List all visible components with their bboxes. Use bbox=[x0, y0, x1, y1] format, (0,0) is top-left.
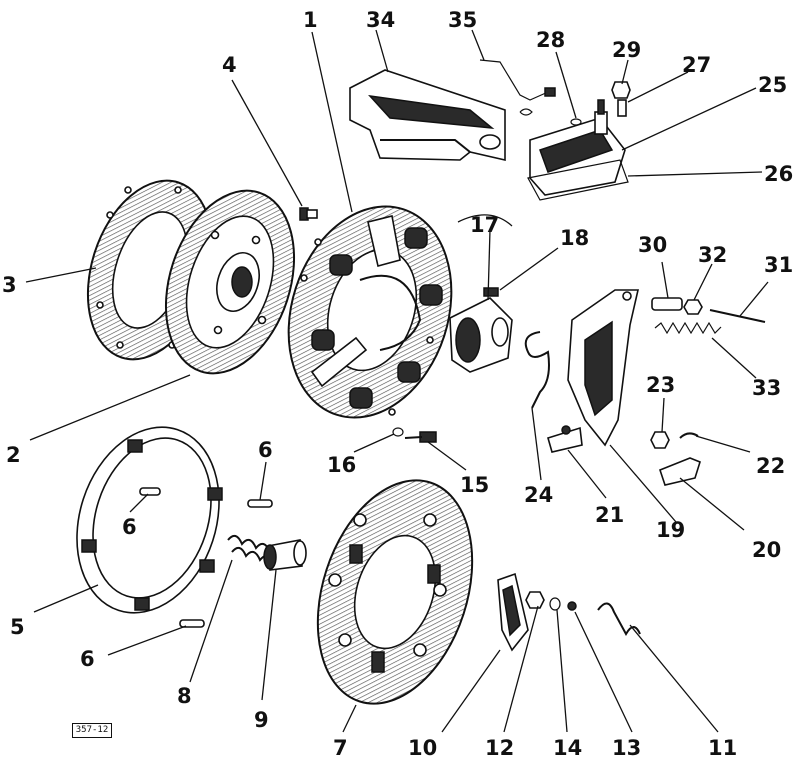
part-13-ring bbox=[567, 601, 577, 611]
callout-4: 4 bbox=[222, 53, 237, 77]
part-34-bracket bbox=[349, 69, 506, 162]
part-25-housing bbox=[529, 99, 626, 196]
callout-22: 22 bbox=[756, 454, 785, 478]
callout-30: 30 bbox=[638, 233, 667, 257]
part-6-pin-c bbox=[179, 619, 205, 628]
callout-7: 7 bbox=[333, 736, 348, 760]
part-6-pin-a bbox=[247, 499, 273, 508]
part-33-spring bbox=[654, 321, 722, 335]
part-21-pivot bbox=[561, 425, 571, 435]
callout-34: 34 bbox=[366, 8, 395, 32]
part-28-ring bbox=[570, 118, 582, 126]
callout-25: 25 bbox=[758, 73, 787, 97]
leader-lines bbox=[25, 29, 769, 733]
part-15-bolt-head bbox=[419, 431, 437, 443]
callout-20: 20 bbox=[752, 538, 781, 562]
callout-31: 31 bbox=[764, 253, 793, 277]
part-27-pin bbox=[617, 99, 627, 117]
part-17-highlight-arc bbox=[457, 214, 513, 227]
part-19-release-fork bbox=[567, 289, 640, 447]
callout-6-upper: 6 bbox=[258, 438, 273, 462]
part-35-wire-spring bbox=[479, 59, 549, 101]
callout-15: 15 bbox=[460, 473, 489, 497]
part-12-nut bbox=[525, 591, 545, 609]
part-5-cover-ring bbox=[76, 426, 223, 614]
part-10-lever-inset bbox=[502, 584, 521, 637]
callout-labels: 1 2 3 4 5 6 6 6 7 8 9 10 11 12 13 14 15 … bbox=[2, 8, 793, 760]
callout-33: 33 bbox=[752, 376, 781, 400]
callout-29: 29 bbox=[612, 38, 641, 62]
part-30-sleeve bbox=[651, 297, 683, 311]
callout-9: 9 bbox=[254, 708, 269, 732]
part-26-gasket bbox=[527, 159, 629, 201]
part-1-pressure-plate bbox=[287, 205, 453, 419]
callout-17: 17 bbox=[470, 213, 499, 237]
part-4-screw bbox=[299, 207, 318, 221]
part-29-nut bbox=[611, 81, 631, 99]
callout-28: 28 bbox=[536, 28, 565, 52]
part-23-nut bbox=[650, 431, 670, 449]
part-31-rod bbox=[709, 309, 766, 323]
callout-6-lower: 6 bbox=[80, 647, 95, 671]
part-16-washer bbox=[392, 427, 404, 437]
callout-23: 23 bbox=[646, 373, 675, 397]
callout-32: 32 bbox=[698, 243, 727, 267]
callout-13: 13 bbox=[612, 736, 641, 760]
callout-11: 11 bbox=[708, 736, 737, 760]
callout-35: 35 bbox=[448, 8, 477, 32]
part-7-backing-plate bbox=[316, 479, 474, 705]
part-32-nut bbox=[683, 299, 703, 315]
callout-8: 8 bbox=[177, 684, 192, 708]
callout-27: 27 bbox=[682, 53, 711, 77]
part-24-spring-clip bbox=[524, 331, 550, 409]
callout-3: 3 bbox=[2, 273, 17, 297]
callout-21: 21 bbox=[595, 503, 624, 527]
callout-26: 26 bbox=[764, 162, 793, 186]
part-14-washer bbox=[549, 597, 561, 611]
part-35-wire-hook bbox=[519, 108, 533, 116]
callout-18: 18 bbox=[560, 226, 589, 250]
part-9-bushing bbox=[263, 539, 307, 571]
callout-2: 2 bbox=[6, 443, 21, 467]
part-22-washer bbox=[679, 432, 699, 439]
part-11-spring bbox=[597, 602, 641, 637]
callout-16: 16 bbox=[327, 453, 356, 477]
plate-reference-tag: 357-12 bbox=[72, 723, 112, 738]
callout-1: 1 bbox=[303, 8, 318, 32]
part-6-pin-b bbox=[139, 487, 161, 496]
callout-14: 14 bbox=[553, 736, 582, 760]
part-18-key bbox=[483, 287, 499, 297]
part-35-wire-clip bbox=[544, 87, 556, 97]
callout-5: 5 bbox=[10, 615, 25, 639]
callout-24: 24 bbox=[524, 483, 553, 507]
part-2-clutch-disc bbox=[164, 189, 296, 375]
callout-19: 19 bbox=[656, 518, 685, 542]
part-17-release-bearing bbox=[449, 297, 513, 373]
callout-12: 12 bbox=[485, 736, 514, 760]
part-20-plate bbox=[659, 457, 701, 486]
callout-10: 10 bbox=[408, 736, 437, 760]
part-15-bolt-shank bbox=[404, 436, 423, 439]
callout-6-middle: 6 bbox=[122, 515, 137, 539]
